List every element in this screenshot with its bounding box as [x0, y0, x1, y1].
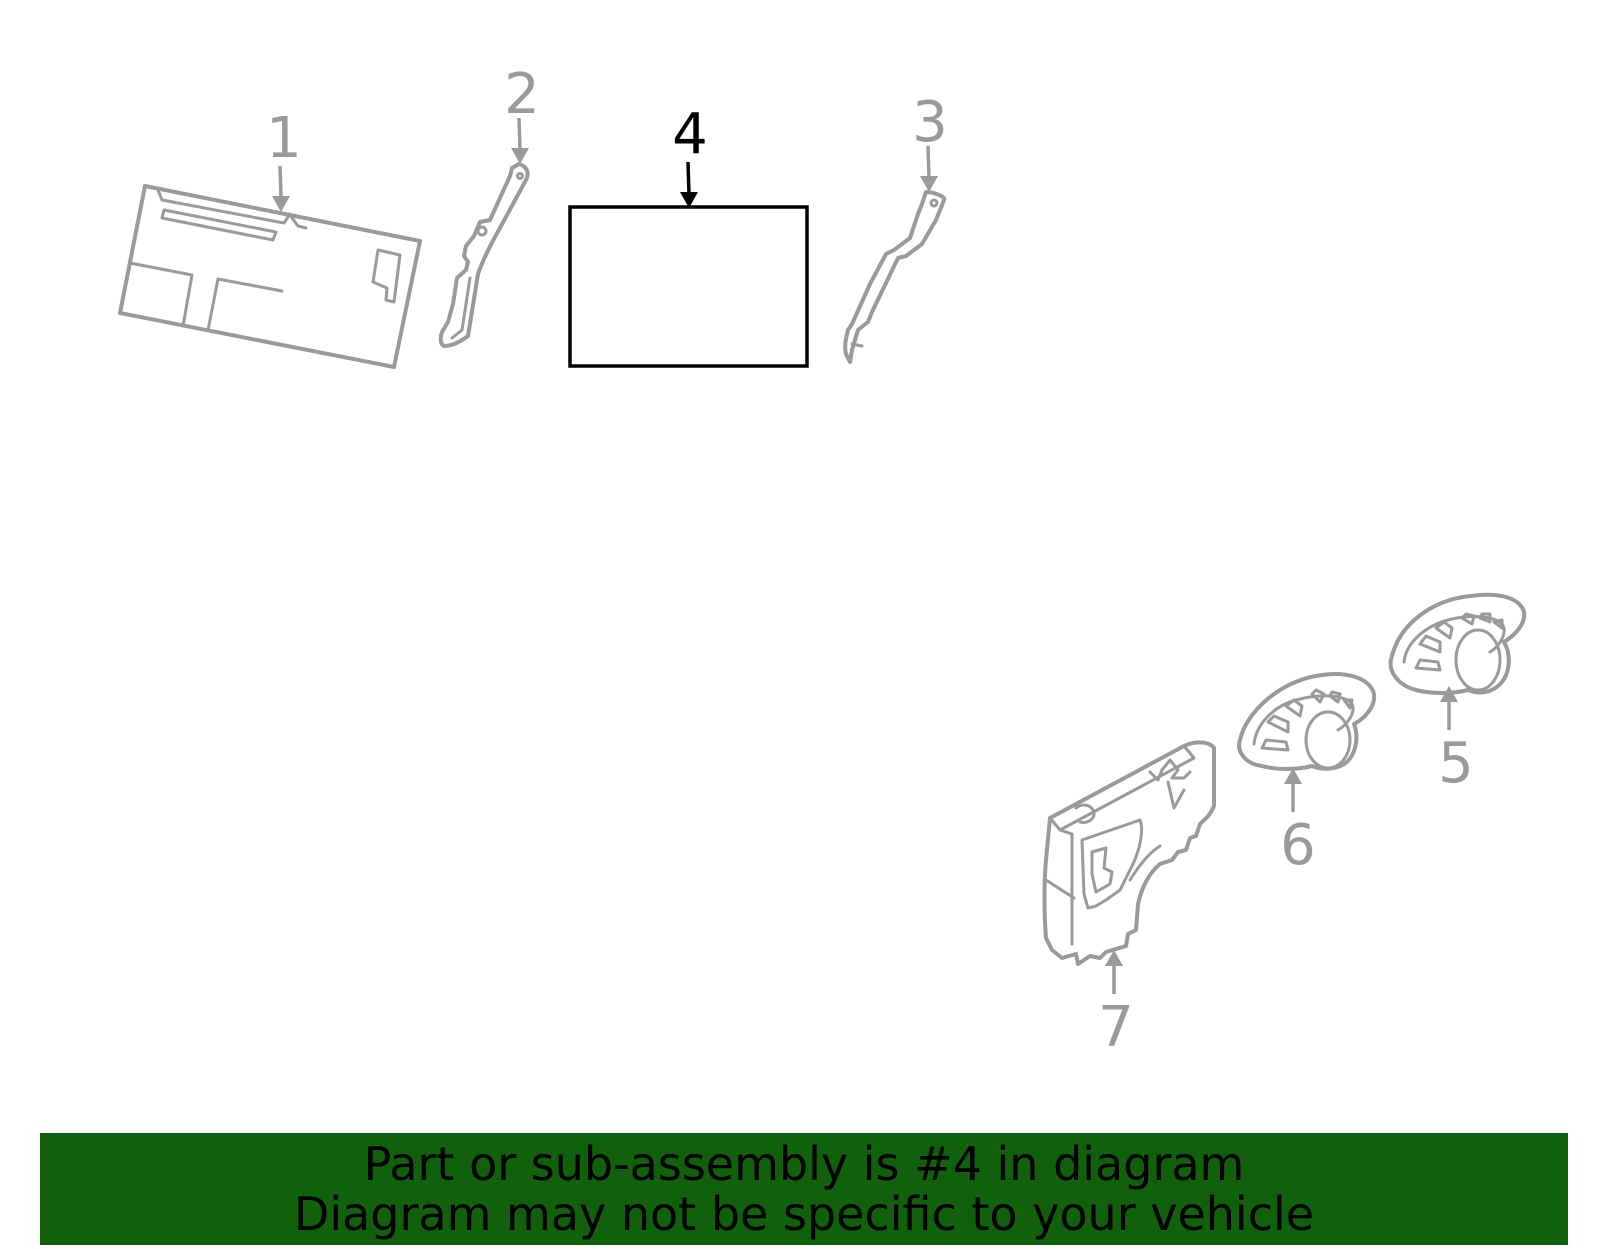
- callout-4: 4: [672, 102, 708, 208]
- part-2-bracket: [438, 162, 530, 348]
- info-banner: Part or sub-assembly is #4 in diagram Di…: [40, 1133, 1568, 1245]
- part-3-bracket: [843, 190, 947, 364]
- callout-7: 7: [1098, 950, 1134, 1060]
- part-4-outline: [568, 205, 809, 368]
- part-6-speaker: [1237, 672, 1377, 771]
- callout-4-label: 4: [672, 102, 708, 167]
- callout-3-label: 3: [912, 90, 948, 155]
- callout-6-label: 6: [1280, 813, 1316, 878]
- callout-2: 2: [504, 62, 540, 164]
- callout-3: 3: [912, 90, 948, 192]
- banner-line-1: Part or sub-assembly is #4 in diagram: [363, 1137, 1245, 1191]
- callout-1: 1: [266, 106, 302, 212]
- part-7-housing: [1042, 740, 1216, 966]
- callout-6: 6: [1280, 768, 1316, 878]
- part-5-speaker: [1388, 592, 1527, 695]
- banner-line-2: Diagram may not be specific to your vehi…: [293, 1187, 1315, 1241]
- callout-5-label: 5: [1438, 731, 1474, 796]
- callout-5: 5: [1438, 686, 1474, 796]
- part-1-panel: [118, 184, 422, 369]
- callout-7-label: 7: [1098, 995, 1134, 1060]
- callout-2-label: 2: [504, 62, 540, 127]
- callout-1-label: 1: [266, 106, 302, 171]
